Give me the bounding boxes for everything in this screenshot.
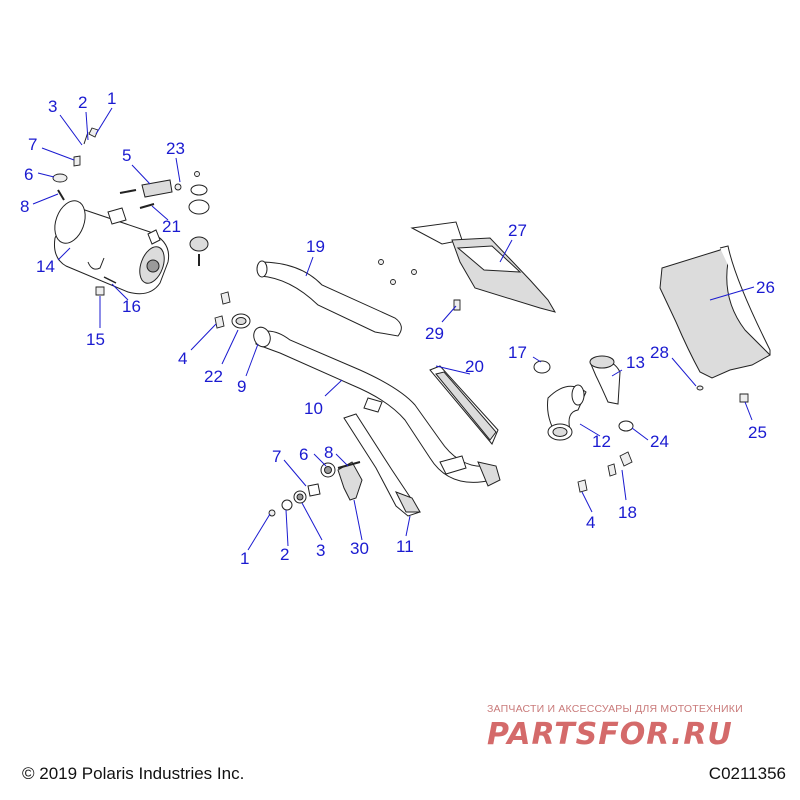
callout-labels: 1 2 3 7 6 8 5 23 21 14 16 15 19 27 29 4 …: [20, 89, 775, 568]
callout-7-lower: 7: [272, 447, 281, 466]
callout-18: 18: [618, 503, 637, 522]
callout-23: 23: [166, 139, 185, 158]
callout-6-upper: 6: [24, 165, 33, 184]
callout-7-upper: 7: [28, 135, 37, 154]
callout-6-lower: 6: [299, 445, 308, 464]
seal-part: [533, 360, 551, 374]
callout-3-lower: 3: [316, 541, 325, 560]
callout-22: 22: [204, 367, 223, 386]
callout-11: 11: [396, 537, 414, 556]
gasket-part: [214, 291, 251, 329]
callout-30: 30: [350, 539, 369, 558]
callout-1-lower: 1: [240, 549, 249, 568]
watermark: ЗАПЧАСТИ И АКСЕССУАРЫ ДЛЯ МОТОТЕХНИКИ PA…: [487, 703, 787, 752]
callout-16: 16: [122, 297, 141, 316]
callout-25: 25: [748, 423, 767, 442]
heat-shield-upper-part: [410, 221, 557, 313]
callout-2-lower: 2: [280, 545, 289, 564]
leader-lines: [32, 107, 755, 551]
watermark-brand: PARTSFOR.RU: [487, 717, 733, 752]
elbow-pipe-part: [547, 384, 587, 441]
callout-2-upper: 2: [78, 93, 87, 112]
callout-5: 5: [122, 146, 131, 165]
callout-19: 19: [306, 237, 325, 256]
clamp-part: [577, 420, 634, 493]
callout-12: 12: [592, 432, 611, 451]
heat-shield-side-part: [429, 365, 499, 445]
callout-10: 10: [304, 399, 323, 418]
callout-13: 13: [626, 353, 645, 372]
heat-shield-lower-part: [343, 413, 421, 517]
mid-pipe-part: [253, 326, 501, 487]
heat-shield-rear-part: [659, 245, 771, 403]
callout-26: 26: [756, 278, 775, 297]
drawing-code: C0211356: [708, 764, 786, 783]
callout-27: 27: [508, 221, 527, 240]
callout-28: 28: [650, 343, 669, 362]
callout-20: 20: [465, 357, 484, 376]
callout-24: 24: [650, 432, 669, 451]
bracket-part: [119, 171, 210, 266]
callout-21: 21: [162, 217, 181, 236]
callout-9: 9: [237, 377, 246, 396]
copyright-text: © 2019 Polaris Industries Inc.: [22, 764, 245, 783]
watermark-tagline: ЗАПЧАСТИ И АКСЕССУАРЫ ДЛЯ МОТОТЕХНИКИ: [487, 703, 743, 715]
callout-8-lower: 8: [324, 443, 333, 462]
adapter-part: [589, 355, 621, 405]
header-pipe-part: [256, 260, 402, 337]
muffler-part: [54, 200, 170, 295]
callout-4-upper: 4: [178, 349, 187, 368]
upper-left-hardware: [52, 127, 117, 296]
callout-15: 15: [86, 330, 105, 349]
callout-29: 29: [425, 324, 444, 343]
callout-3-upper: 3: [48, 97, 57, 116]
callout-8-upper: 8: [20, 197, 29, 216]
lower-mount-hardware: [268, 461, 363, 517]
callout-1-upper: 1: [107, 89, 116, 108]
callout-14: 14: [36, 257, 55, 276]
callout-17: 17: [508, 343, 527, 362]
callout-4-lower: 4: [586, 513, 595, 532]
